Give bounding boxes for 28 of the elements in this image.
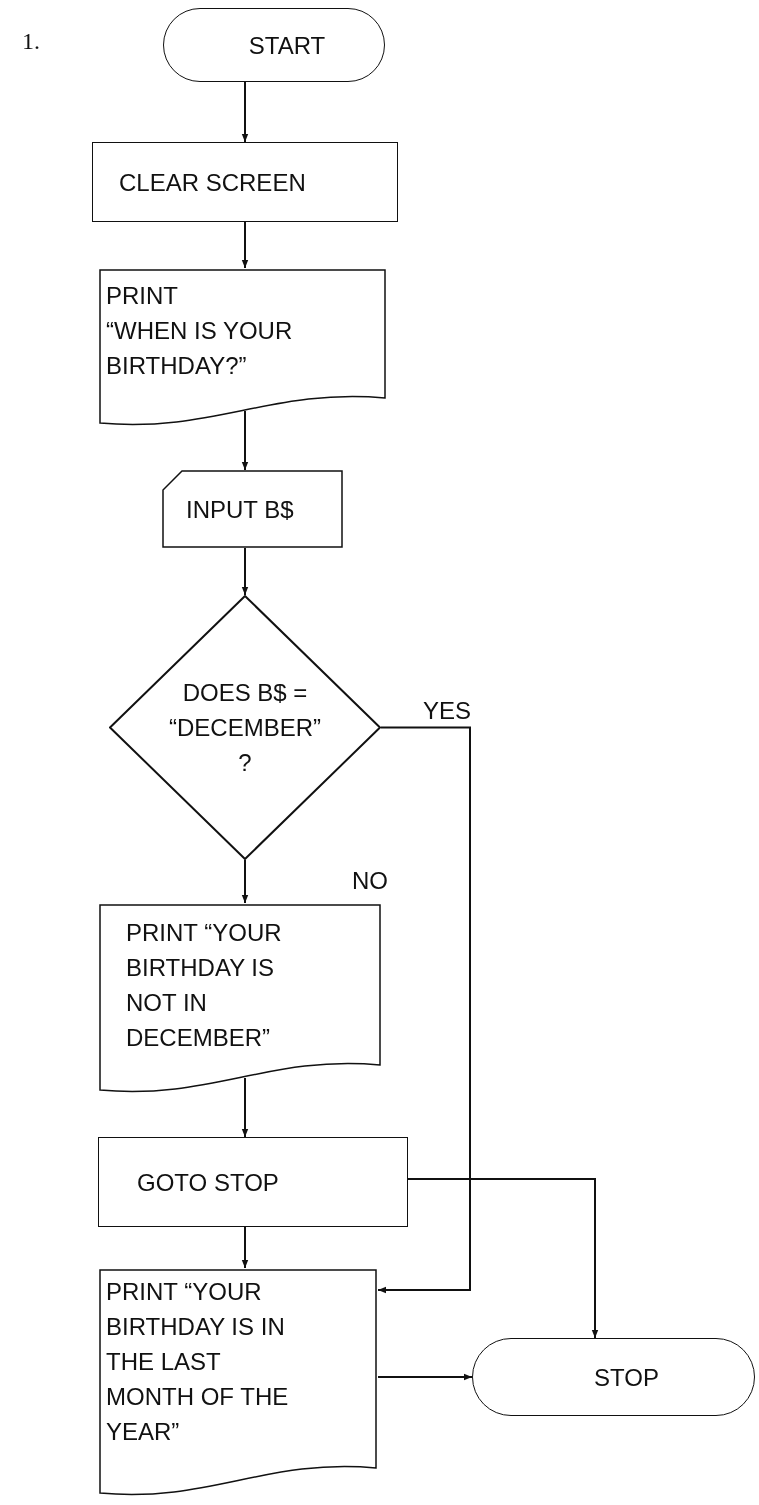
process-box: [92, 142, 398, 222]
decision-diamond: [109, 595, 381, 860]
node-text: START: [248, 30, 326, 61]
arrow: [377, 726, 471, 1294]
node-text: PRINT “YOUR BIRTHDAY IS NOT IN DECEMBER”: [126, 918, 283, 1053]
arrow: [377, 1373, 473, 1381]
document-shape: [98, 903, 382, 1095]
arrow: [241, 1077, 249, 1138]
arrow: [241, 859, 249, 904]
document-shape: [98, 1268, 378, 1498]
arrow: [241, 81, 249, 143]
node-text: STOP: [594, 1362, 659, 1393]
node-text: CLEAR SCREEN: [119, 167, 306, 198]
input-card: [162, 470, 343, 548]
process-box: [98, 1137, 408, 1227]
node-text: GOTO STOP: [137, 1167, 279, 1198]
node-text: DOES B$ = “DECEMBER” ?: [168, 678, 322, 778]
arrow: [241, 547, 249, 596]
arrow: [241, 221, 249, 269]
document-shape: [98, 268, 387, 428]
node-text: “WHEN IS YOUR BIRTHDAY?”: [106, 316, 294, 381]
node-text: INPUT B$: [186, 494, 294, 525]
node-text: PRINT “YOUR BIRTHDAY IS IN THE LAST MONTH OF THE YEAR”: [106, 1277, 290, 1447]
arrow: [241, 1226, 249, 1269]
arrow: [241, 410, 249, 471]
arrow: [407, 1178, 599, 1339]
node-text: PRINT: [106, 281, 178, 311]
step-number: 1.: [22, 28, 40, 55]
